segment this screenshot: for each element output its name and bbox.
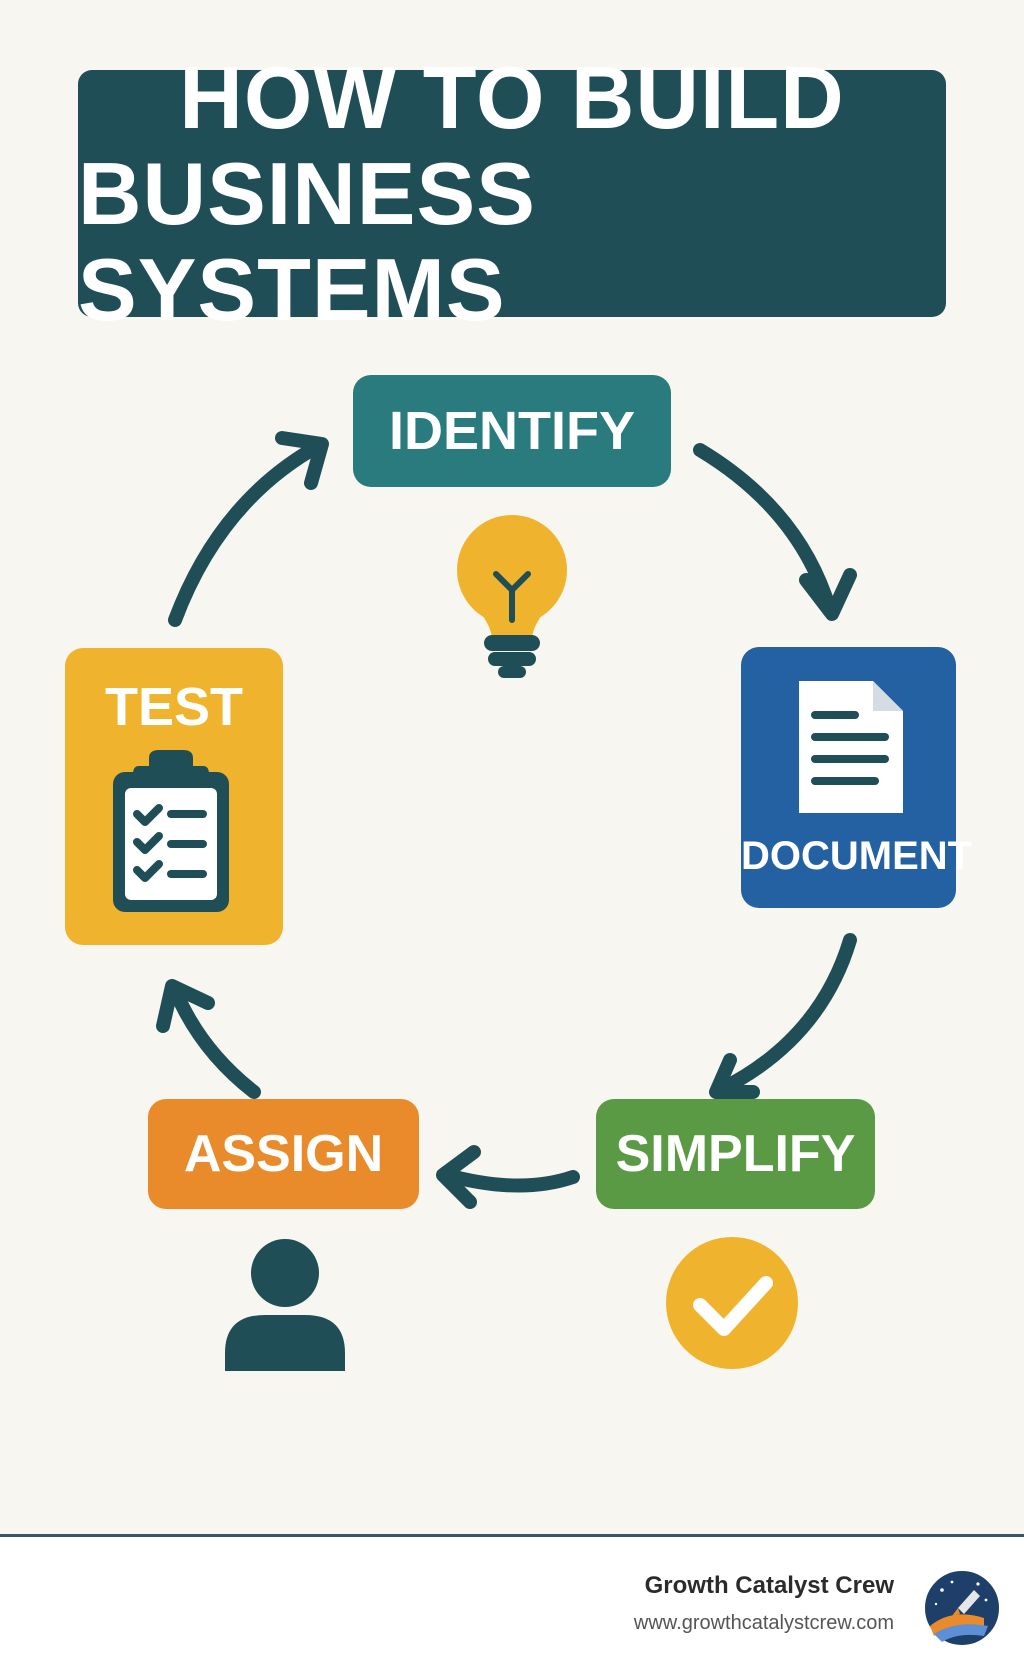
brand-name: Growth Catalyst Crew <box>644 1572 894 1599</box>
person-icon <box>225 1239 345 1371</box>
title-line-1: HOW TO BUILD <box>179 47 845 147</box>
step-simplify: SIMPLIFY <box>596 1099 875 1209</box>
step-identify: IDENTIFY <box>353 375 671 487</box>
step-document-label: DOCUMENT <box>741 834 973 878</box>
footer-divider <box>0 1534 1024 1537</box>
step-simplify-label: SIMPLIFY <box>615 1125 856 1183</box>
step-test: TEST <box>65 648 283 945</box>
arrow-simplify-to-assign <box>436 1145 580 1209</box>
rocket-logo-icon <box>923 1569 1001 1647</box>
document-icon <box>799 681 903 813</box>
step-assign-label: ASSIGN <box>183 1125 384 1183</box>
title-banner: HOW TO BUILD BUSINESS SYSTEMS <box>78 49 946 337</box>
arrow-document-to-simplify <box>709 933 857 1099</box>
step-document: DOCUMENT <box>741 647 973 908</box>
step-test-label: TEST <box>104 677 243 737</box>
brand-url: www.growthcatalystcrew.com <box>633 1612 894 1634</box>
arrow-test-to-identify <box>168 431 329 627</box>
arrow-identify-to-document <box>693 443 857 621</box>
title-line-2: BUSINESS SYSTEMS <box>78 143 536 339</box>
lightbulb-icon <box>457 515 567 678</box>
arrow-assign-to-test <box>156 979 261 1099</box>
checkmark-circle-icon <box>666 1237 798 1369</box>
clipboard-checklist-icon <box>113 750 229 912</box>
footer <box>0 1537 1024 1666</box>
step-assign: ASSIGN <box>148 1099 419 1209</box>
step-identify-label: IDENTIFY <box>388 401 635 461</box>
